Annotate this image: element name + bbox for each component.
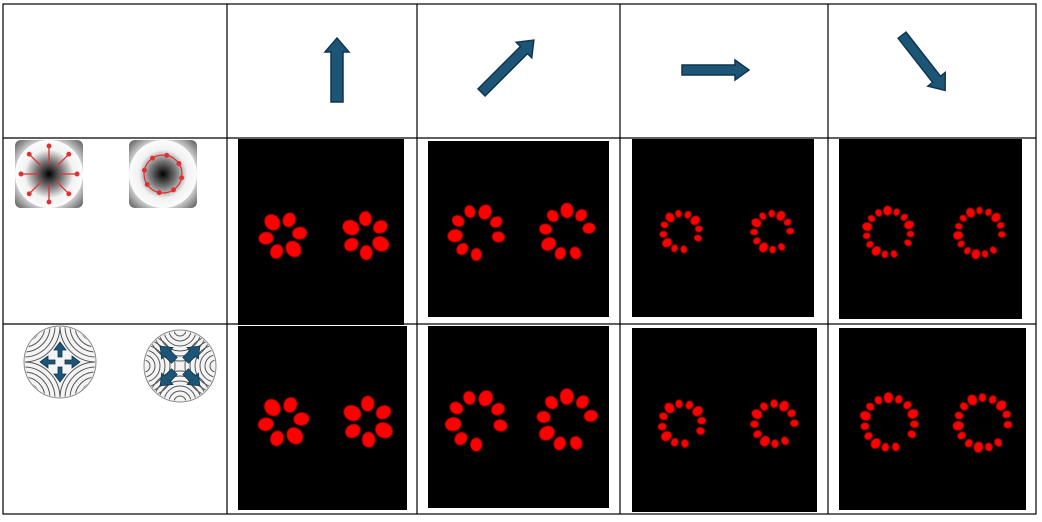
arrow-up-right-icon xyxy=(476,39,535,98)
table-grid xyxy=(2,3,1037,515)
donut-spot-ring xyxy=(750,399,799,448)
diagonal-arrows-grating-icon xyxy=(143,329,217,403)
arrow-down-right-icon xyxy=(897,31,946,92)
donut-spot-ring xyxy=(447,204,505,261)
donut-spot-ring xyxy=(862,205,915,259)
donut-spot-ring xyxy=(953,206,1006,260)
ring-panels xyxy=(238,139,1026,512)
donut-spot-ring xyxy=(859,392,919,452)
donut-spot-ring xyxy=(343,395,393,448)
ring-panel xyxy=(238,326,407,510)
radial-polarization-icon xyxy=(15,140,83,208)
donut-spot-ring xyxy=(258,212,307,259)
donut-spot-ring xyxy=(342,211,390,261)
arrow-right-icon xyxy=(681,58,751,82)
donut-spot-ring xyxy=(657,399,706,448)
ring-panel xyxy=(428,326,609,508)
azimuthal-polarization-icon xyxy=(129,140,197,208)
donut-spot-ring xyxy=(445,390,508,452)
ring-panel xyxy=(428,141,609,317)
donut-spot-ring xyxy=(536,388,598,451)
ring-panel xyxy=(238,139,404,325)
donut-spot-ring xyxy=(750,209,794,254)
donut-spot-ring xyxy=(258,397,310,447)
header-arrows xyxy=(323,31,946,103)
donut-spot-ring xyxy=(659,209,703,254)
donut-spot-ring xyxy=(952,393,1013,453)
converging-arrows-grating-icon xyxy=(23,325,97,399)
donut-spot-ring xyxy=(539,202,596,260)
ring-panel xyxy=(839,328,1026,510)
ring-panel xyxy=(632,139,814,317)
arrow-up-icon xyxy=(323,36,351,103)
ring-panel xyxy=(632,328,817,512)
ring-panel xyxy=(839,139,1022,319)
